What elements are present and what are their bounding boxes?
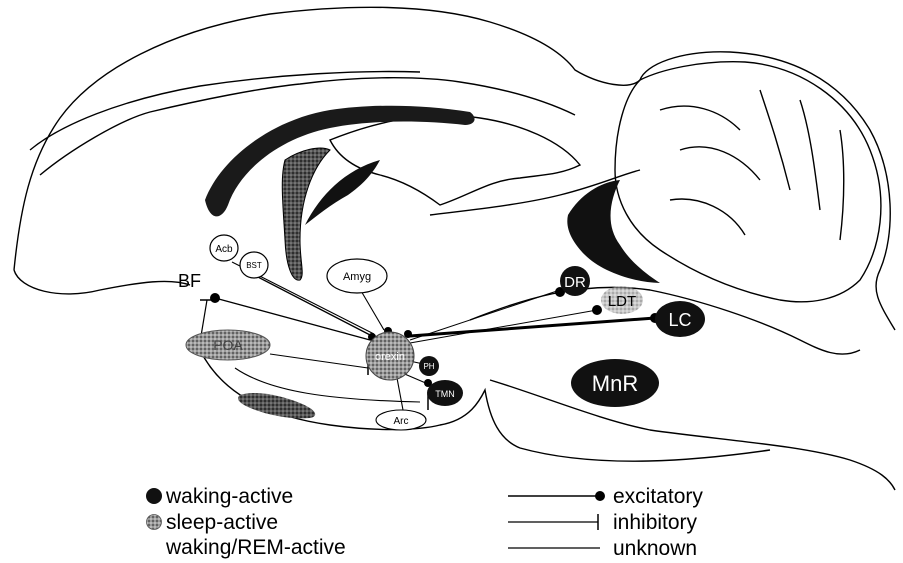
region-ldt: LDT bbox=[601, 286, 643, 314]
cerebellum-folia-1 bbox=[660, 106, 760, 235]
cortex-outline bbox=[14, 7, 895, 330]
label-orexin: orexin bbox=[375, 351, 405, 363]
orexin-to-ldt-line bbox=[410, 310, 597, 343]
region-arc: Arc bbox=[376, 410, 426, 430]
region-bst: BST bbox=[240, 252, 268, 278]
region-tmn: TMN bbox=[427, 380, 463, 406]
label-mnr: MnR bbox=[592, 371, 638, 396]
label-ph: PH bbox=[423, 362, 434, 371]
label-lc: LC bbox=[668, 310, 691, 330]
label-arc: Arc bbox=[394, 416, 409, 427]
region-dr: DR bbox=[560, 266, 590, 296]
region-amyg: Amyg bbox=[327, 259, 387, 293]
optic-chiasm bbox=[238, 393, 315, 418]
third-ventricle bbox=[305, 160, 380, 225]
fornix bbox=[282, 148, 330, 280]
poa-to-orexin-line bbox=[270, 354, 368, 368]
label-dr: DR bbox=[564, 274, 586, 291]
legend-waking-rem-active: waking/REM-active bbox=[165, 536, 346, 559]
brain-outline bbox=[14, 7, 895, 490]
label-poa: POA bbox=[213, 337, 243, 353]
region-poa: POA bbox=[186, 330, 270, 360]
label-tmn: TMN bbox=[435, 389, 455, 399]
label-ldt: LDT bbox=[608, 293, 636, 310]
terminal-bf bbox=[210, 293, 220, 303]
region-acb: Acb bbox=[210, 235, 238, 261]
brainstem-outline bbox=[490, 380, 895, 490]
frontal-lobe bbox=[14, 270, 190, 294]
orexin-to-dr-line bbox=[410, 290, 560, 340]
legend-sleep-swatch bbox=[147, 515, 162, 530]
legend-waking-active: waking-active bbox=[165, 485, 293, 508]
orexin-to-lc-line bbox=[410, 318, 655, 336]
legend-waking-swatch bbox=[146, 488, 162, 504]
region-mnr: MnR bbox=[571, 359, 659, 407]
legend-unknown: unknown bbox=[613, 537, 697, 560]
region-lc: LC bbox=[655, 301, 705, 337]
legend: waking-active sleep-active waking/REM-ac… bbox=[146, 485, 703, 560]
legend-inhibitory: inhibitory bbox=[613, 511, 698, 534]
thalamus-outline bbox=[330, 115, 580, 205]
terminal-ldt bbox=[592, 305, 602, 315]
label-bst: BST bbox=[246, 261, 262, 270]
legend-excitatory: excitatory bbox=[613, 485, 703, 508]
legend-sleep-active: sleep-active bbox=[166, 511, 278, 534]
cerebellum-outline bbox=[615, 62, 881, 302]
legend-excitatory-dot bbox=[595, 491, 605, 501]
label-acb: Acb bbox=[215, 244, 233, 255]
region-ph: PH bbox=[419, 356, 439, 376]
arc-to-orexin-line bbox=[397, 378, 403, 410]
region-orexin: orexin bbox=[366, 332, 414, 380]
cerebellum-folia-2 bbox=[760, 90, 844, 240]
label-amyg: Amyg bbox=[343, 271, 371, 283]
label-bf: BF bbox=[178, 271, 201, 291]
